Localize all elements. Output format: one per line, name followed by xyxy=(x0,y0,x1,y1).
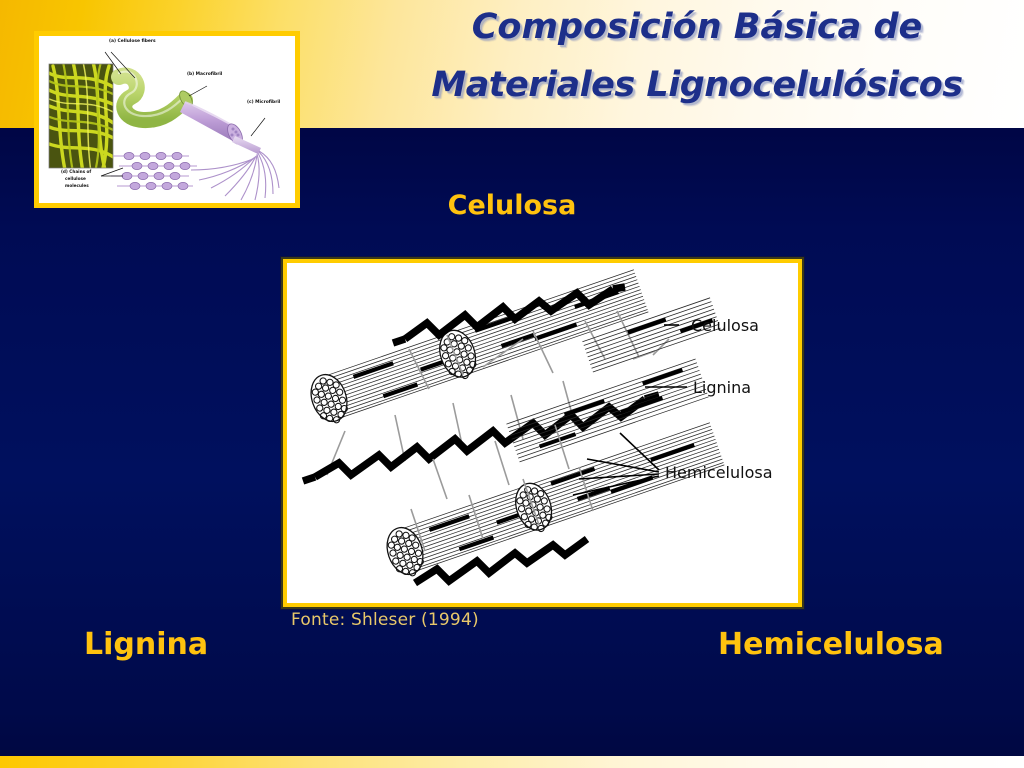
page-title: Composición Básica de Materiales Lignoce… xyxy=(370,0,1024,114)
lignocellulose-structure-diagram: Celulosa Lignina Hemicelulosa xyxy=(281,257,804,609)
thumb-label-macrofibril: (b) Macrofibril xyxy=(187,72,223,77)
diagram-label-celulosa: Celulosa xyxy=(691,316,759,335)
footer-strip xyxy=(0,756,1024,768)
thumb-label-microfibril: (c) Microfibril xyxy=(247,100,281,105)
page-title-line-1: Composición Básica de xyxy=(471,7,923,47)
thumb-label-chains-line-3: molecules xyxy=(65,183,89,188)
thumb-label-chains-line-2: cellulose xyxy=(65,176,86,181)
thumb-label-chains-line-1: (d) Chains of xyxy=(61,169,92,174)
heading-celulosa: Celulosa xyxy=(447,190,577,221)
thumbnail-canvas: (a) Cellulose fibers (b) Macrofibril (c)… xyxy=(39,36,295,203)
label-lignina: Lignina xyxy=(84,627,209,662)
cellulose-fiber-thumbnail: (a) Cellulose fibers (b) Macrofibril (c)… xyxy=(34,31,300,208)
source-citation: Fonte: Shleser (1994) xyxy=(291,610,479,630)
diagram-label-hemicelulosa: Hemicelulosa xyxy=(665,463,773,482)
label-hemicelulosa: Hemicelulosa xyxy=(718,627,944,662)
thumb-label-cellulose-fibers: (a) Cellulose fibers xyxy=(109,39,156,44)
diagram-label-lignina: Lignina xyxy=(693,378,751,397)
thumbnail-illustration-svg xyxy=(39,36,295,203)
lignocellulose-diagram-svg: Celulosa Lignina Hemicelulosa xyxy=(287,263,798,603)
page-title-line-2: Materiales Lignocelulósicos xyxy=(431,65,963,105)
